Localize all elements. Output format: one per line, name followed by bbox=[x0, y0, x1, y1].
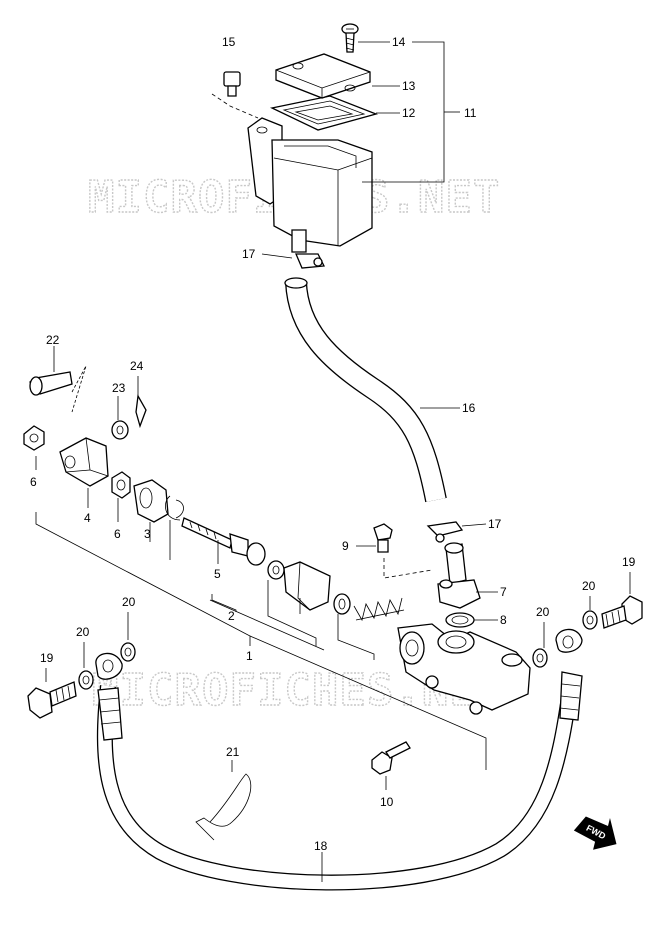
clamp-17-lower bbox=[426, 521, 487, 543]
fwd-arrow-icon: FWD bbox=[573, 816, 617, 850]
callout-24: 24 bbox=[130, 359, 144, 373]
connector-7 bbox=[437, 542, 498, 628]
hose-18 bbox=[96, 671, 583, 891]
callout-1: 1 bbox=[246, 649, 253, 663]
clip-21 bbox=[195, 760, 252, 841]
callout-20-left: 20 bbox=[76, 625, 90, 639]
callout-6-mid: 6 bbox=[114, 527, 121, 541]
callout-19-left: 19 bbox=[40, 651, 54, 665]
callout-3: 3 bbox=[144, 527, 151, 541]
top-leaders bbox=[261, 41, 460, 259]
callout-15: 15 bbox=[222, 35, 236, 49]
callout-21: 21 bbox=[226, 745, 240, 759]
callout-7: 7 bbox=[500, 585, 507, 599]
callout-17-lower: 17 bbox=[488, 517, 502, 531]
callout-11: 11 bbox=[464, 106, 477, 120]
callout-22: 22 bbox=[46, 333, 60, 347]
callout-17-top: 17 bbox=[242, 247, 256, 261]
callout-20-right-top: 20 bbox=[582, 579, 596, 593]
callout-4: 4 bbox=[84, 511, 91, 525]
banjo-bolt-19-right bbox=[532, 572, 643, 668]
callout-12: 12 bbox=[402, 106, 416, 120]
callout-5: 5 bbox=[214, 567, 221, 581]
callout-14: 14 bbox=[392, 35, 406, 49]
callout-9: 9 bbox=[342, 539, 349, 553]
callout-19-right: 19 bbox=[622, 555, 636, 569]
reservoir-assembly bbox=[247, 53, 379, 269]
callout-18: 18 bbox=[314, 839, 328, 853]
callout-20-left-top: 20 bbox=[122, 595, 136, 609]
screw-14 bbox=[341, 23, 359, 53]
callout-16: 16 bbox=[462, 401, 476, 415]
bolt-10 bbox=[371, 741, 411, 790]
callout-8: 8 bbox=[500, 613, 507, 627]
bolt-9 bbox=[356, 523, 433, 579]
callout-13: 13 bbox=[402, 79, 416, 93]
bolt-15 bbox=[211, 71, 259, 119]
callout-numbers: 14 15 13 12 11 17 16 17 9 7 8 22 23 24 6… bbox=[30, 35, 636, 853]
callout-6-top: 6 bbox=[30, 475, 37, 489]
callout-20-right: 20 bbox=[536, 605, 550, 619]
callout-2: 2 bbox=[228, 609, 235, 623]
hose-16 bbox=[284, 277, 460, 503]
master-cylinder-row bbox=[23, 346, 531, 770]
callout-23: 23 bbox=[112, 381, 126, 395]
banjo-bolt-19-left bbox=[27, 612, 136, 719]
callout-10: 10 bbox=[380, 795, 394, 809]
